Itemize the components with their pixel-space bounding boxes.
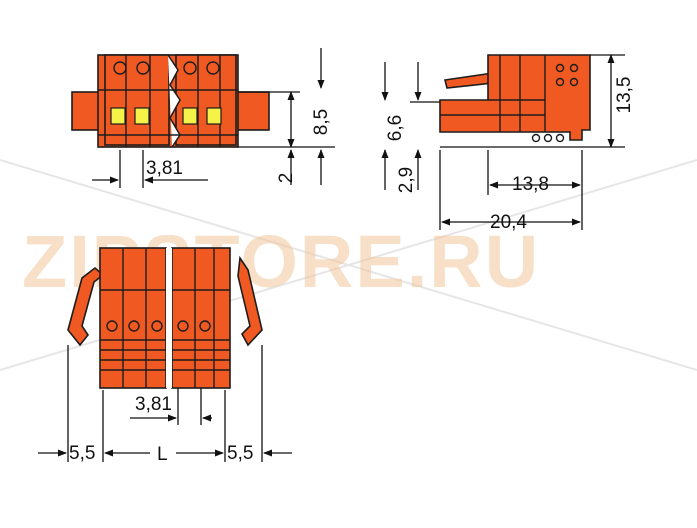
dim-bottom-pitch: 3,81 [135, 394, 172, 415]
dim-bottom-length: L [157, 444, 168, 465]
top-view-dimensions: 8,5 2 3,81 [92, 48, 335, 188]
clamp-openings [110, 107, 222, 125]
dim-side-h2: 2,9 [396, 167, 417, 193]
dim-bottom-left: 5,5 [69, 443, 95, 464]
bottom-view-dimensions: 3,81 5,5 L 5,5 [38, 345, 292, 465]
dim-top-offset: 2 [276, 173, 297, 184]
dim-side-w2: 20,4 [490, 212, 527, 233]
dim-side-h1: 6,6 [385, 115, 406, 141]
dim-top-height: 8,5 [311, 109, 332, 135]
dim-bottom-right: 5,5 [227, 443, 253, 464]
side-view-connector [439, 54, 591, 143]
bottom-view-connector [67, 247, 263, 389]
side-view-dimensions: 13,5 6,6 2,9 13,8 20,4 [381, 54, 635, 233]
dim-side-total-height: 13,5 [614, 77, 635, 114]
dim-top-pitch: 3,81 [146, 158, 183, 179]
dim-side-w1: 13,8 [512, 174, 549, 195]
top-view-connector [71, 54, 270, 148]
